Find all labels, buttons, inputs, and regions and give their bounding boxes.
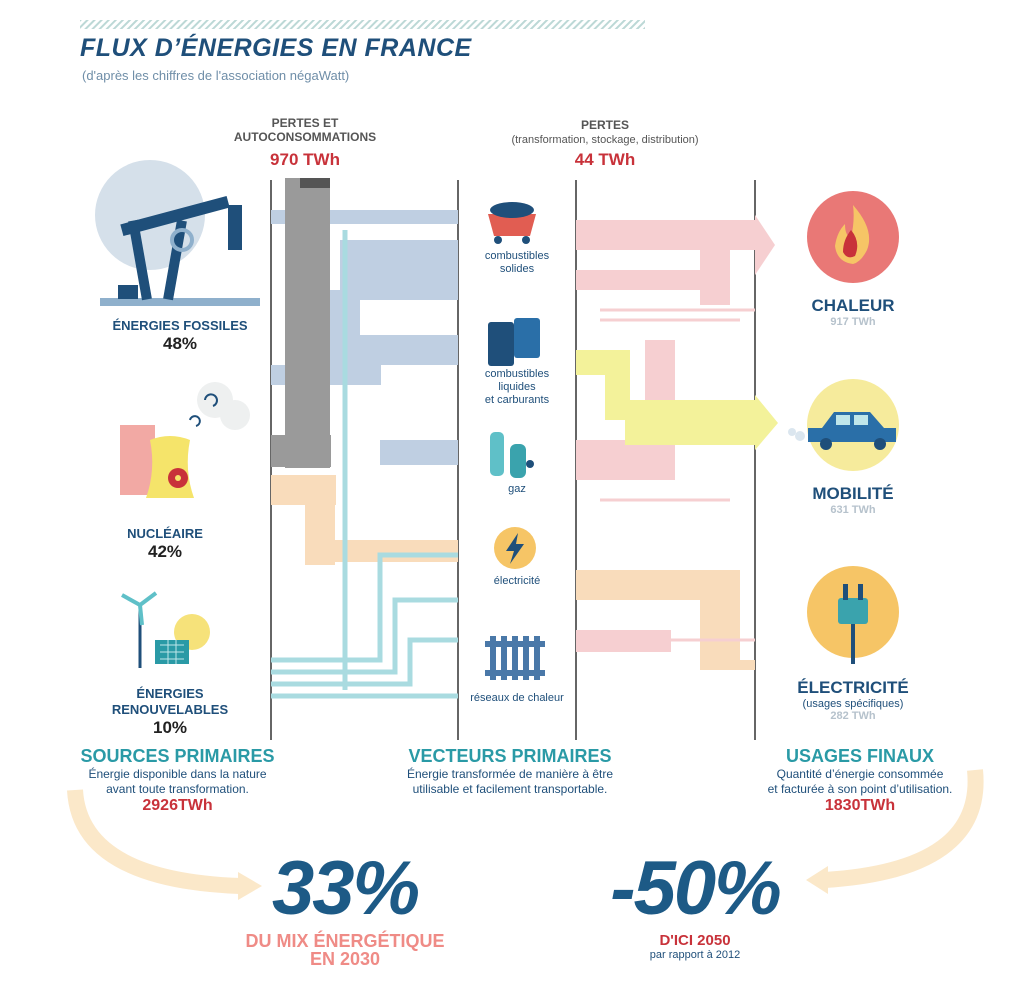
use-electricity-label: ÉLECTRICITÉ [797, 678, 909, 697]
section-uses-desc1: Quantité d’énergie consommée [776, 767, 944, 781]
use-mobility: MOBILITÉ 631 TWh [783, 484, 923, 516]
plug-icon [807, 566, 899, 664]
barrels-icon [488, 318, 540, 366]
vector-solid-label: combustibles solides [460, 250, 574, 276]
section-vectors: VECTEURS PRIMAIRES Énergie transformée d… [365, 746, 655, 797]
section-uses: USAGES FINAUX Quantité d’énergie consomm… [720, 746, 1000, 815]
use-heat: CHALEUR 917 TWh [783, 296, 923, 328]
source-nuclear-label: NUCLÉAIRE [127, 526, 203, 541]
vector-solid-line1: combustibles [484, 250, 550, 262]
vector-heat-network-label: réseaux de chaleur [470, 692, 564, 704]
mobility-flows [576, 350, 778, 450]
use-mobility-value: 631 TWh [830, 504, 876, 516]
section-vectors-title: VECTEURS PRIMAIRES [408, 746, 612, 766]
goal-mix-big: 33% [271, 846, 420, 931]
transform-losses-value: 44 TWh [574, 150, 636, 169]
source-renewables: ÉNERGIES RENOUVELABLES 10% [85, 686, 255, 738]
section-vectors-desc1: Énergie transformée de manière à être [406, 767, 614, 781]
lightning-icon [494, 527, 536, 569]
flame-icon [807, 191, 899, 283]
section-uses-value: 1830TWh [824, 797, 896, 814]
vector-liquid-label: combustibles liquides et carburants [460, 368, 574, 407]
goal-reduction-line1: D'ICI 2050 [659, 932, 731, 949]
goal-mix-line1: DU MIX ÉNERGÉTIQUE [245, 931, 445, 951]
nuclear-plant-icon [120, 382, 250, 498]
source-renewables-label1: ÉNERGIES [136, 686, 204, 701]
source-renewables-percent: 10% [152, 718, 188, 737]
losses-value: 970 TWh [270, 150, 340, 169]
vector-liquid-line3: et carburants [484, 394, 550, 406]
source-renewables-label2: RENOUVELABLES [111, 702, 229, 717]
transform-losses-sublabel: (transformation, stockage, distribution) [511, 134, 699, 146]
section-sources-value: 2926TWh [142, 797, 213, 814]
oil-pump-icon [95, 160, 260, 306]
section-sources-title: SOURCES PRIMAIRES [80, 746, 275, 766]
source-fossil-percent: 48% [162, 334, 198, 353]
section-vectors-desc2: utilisable et facilement transportable. [412, 782, 608, 796]
loss-flows [271, 178, 331, 468]
losses-label-line1: PERTES ET [271, 116, 339, 130]
source-fossil-label: ÉNERGIES FOSSILES [112, 318, 248, 333]
page-title: FLUX D’ÉNERGIES EN FRANCE [80, 34, 472, 62]
transform-losses-header: PERTES (transformation, stockage, distri… [475, 118, 735, 147]
vector-liquid-line2: liquides [498, 381, 536, 393]
vector-gas-label: gaz [508, 483, 526, 495]
losses-label-line2: AUTOCONSOMMATIONS [233, 130, 377, 144]
vector-liquid-line1: combustibles [484, 368, 550, 380]
electricity-flows [576, 570, 755, 670]
goal-reduction-big: -50% [610, 846, 781, 931]
thin-flows [600, 308, 755, 642]
section-sources-desc2: avant toute transformation. [106, 782, 249, 796]
source-fossil: ÉNERGIES FOSSILES 48% [95, 318, 265, 354]
section-sources-desc1: Énergie disponible dans la nature [88, 767, 267, 781]
use-heat-label: CHALEUR [811, 296, 895, 315]
page-subtitle: (d'après les chiffres de l'association n… [82, 68, 350, 83]
use-electricity: ÉLECTRICITÉ (usages spécifiques) 282 TWh [773, 678, 933, 722]
source-nuclear-percent: 42% [147, 542, 183, 561]
use-heat-value: 917 TWh [830, 316, 876, 328]
vector-solid-line2: solides [499, 263, 535, 275]
heat-flows [576, 215, 775, 652]
use-electricity-sub: (usages spécifiques) [802, 698, 904, 710]
goal-reduction-note: par rapport à 2012 [649, 949, 741, 961]
source-nuclear: NUCLÉAIRE 42% [80, 526, 250, 562]
losses-header: PERTES ET AUTOCONSOMMATIONS [195, 116, 415, 144]
transform-losses-label: PERTES [580, 118, 629, 132]
goal-reduction-2050: -50% D'ICI 2050 par rapport à 2012 [560, 845, 830, 961]
gas-bottle-icon [490, 432, 534, 478]
header-hatch [80, 20, 645, 29]
section-uses-desc2: et facturée à son point d’utilisation. [767, 782, 953, 796]
curved-arrow-right [806, 769, 984, 894]
section-uses-title: USAGES FINAUX [785, 746, 935, 766]
renewables-icon [121, 591, 210, 668]
radiator-icon [485, 636, 545, 680]
goal-mix-2030: 33% DU MIX ÉNERGÉTIQUE EN 2030 [210, 845, 480, 968]
renewable-flows [271, 230, 458, 699]
section-sources: SOURCES PRIMAIRES Énergie disponible dan… [40, 746, 315, 815]
vector-electricity-label: électricité [493, 575, 541, 587]
goal-mix-line2: EN 2030 [309, 949, 381, 969]
use-electricity-value: 282 TWh [830, 710, 876, 722]
car-icon [788, 379, 899, 471]
nuclear-flows [271, 475, 458, 565]
use-mobility-label: MOBILITÉ [812, 484, 894, 503]
curved-arrow-left [67, 789, 262, 900]
coal-cart-icon [488, 202, 536, 244]
